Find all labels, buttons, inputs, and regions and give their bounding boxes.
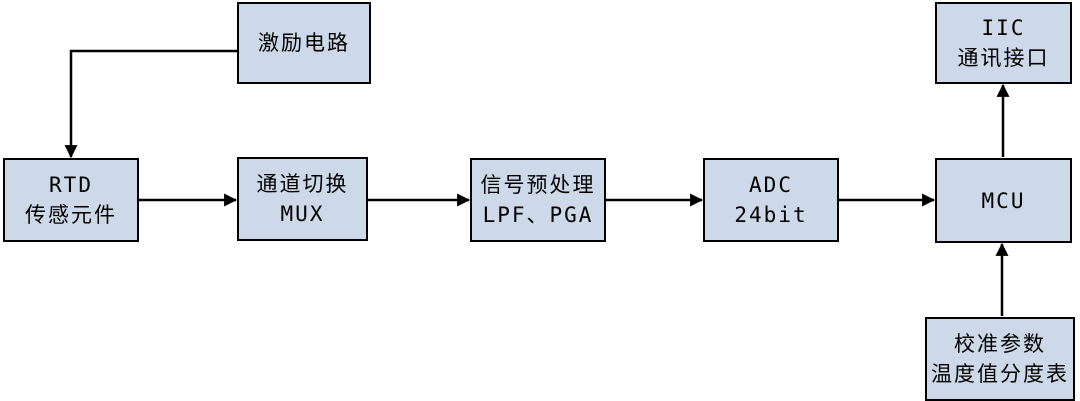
- block-adc-24bit: ADC 24bit: [703, 158, 839, 242]
- block-label: ADC: [749, 173, 793, 197]
- block-label: 通讯接口: [957, 46, 1050, 70]
- block-label: 激励电路: [258, 31, 350, 55]
- block-label: 24bit: [734, 203, 808, 227]
- block-mcu: MCU: [935, 158, 1072, 243]
- block-label: 校准参数: [954, 332, 1046, 356]
- block-label: MCU: [981, 188, 1026, 213]
- block-label: LPF、PGA: [482, 203, 594, 227]
- block-calibration-table: 校准参数 温度值分度表: [925, 317, 1075, 401]
- block-channel-mux: 通道切换 MUX: [237, 157, 368, 241]
- block-label: RTD: [49, 173, 93, 197]
- block-label: 温度值分度表: [931, 362, 1069, 386]
- block-label: IIC: [981, 16, 1026, 40]
- block-label: 传感元件: [25, 203, 117, 227]
- block-label: 信号预处理: [480, 173, 596, 197]
- arrow-excitation-to-rtd: [64, 49, 237, 159]
- block-excitation-circuit: 激励电路: [237, 2, 371, 84]
- block-rtd-sensor: RTD 传感元件: [3, 158, 139, 242]
- block-label: MUX: [280, 202, 325, 226]
- block-signal-preprocessing: 信号预处理 LPF、PGA: [470, 158, 606, 242]
- block-iic-interface: IIC 通讯接口: [935, 2, 1072, 84]
- block-label: 通道切换: [256, 172, 349, 196]
